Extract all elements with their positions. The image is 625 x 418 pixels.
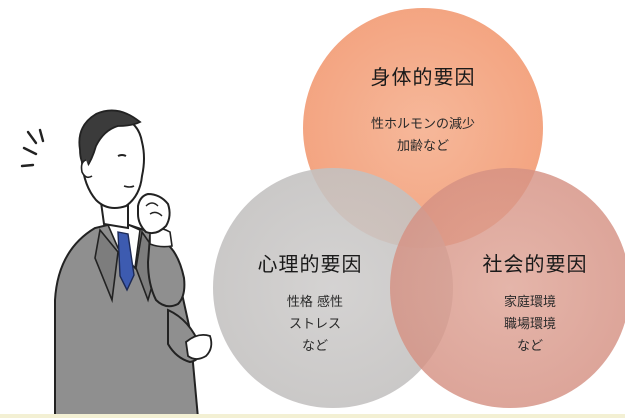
thought-marks-icon bbox=[20, 128, 45, 168]
circle-psychological bbox=[213, 168, 453, 408]
circle-social bbox=[390, 168, 625, 408]
psychological-line-1: 性格 感性 bbox=[287, 294, 343, 310]
social-line-2: 職場環境 bbox=[504, 317, 556, 332]
social-title: 社会的要因 bbox=[483, 252, 588, 276]
bottom-divider bbox=[0, 414, 625, 418]
physical-line-1: 性ホルモンの減少 bbox=[371, 116, 475, 132]
psychological-title: 心理的要因 bbox=[258, 252, 363, 276]
social-line-1: 家庭環境 bbox=[504, 294, 556, 310]
thinking-businessman-icon bbox=[20, 109, 213, 418]
social-line-3: など bbox=[517, 339, 543, 354]
psychological-line-2: ストレス bbox=[289, 317, 341, 332]
physical-line-2: 加齢など bbox=[397, 139, 449, 154]
psychological-line-3: など bbox=[302, 339, 328, 354]
physical-title: 身体的要因 bbox=[371, 65, 476, 89]
